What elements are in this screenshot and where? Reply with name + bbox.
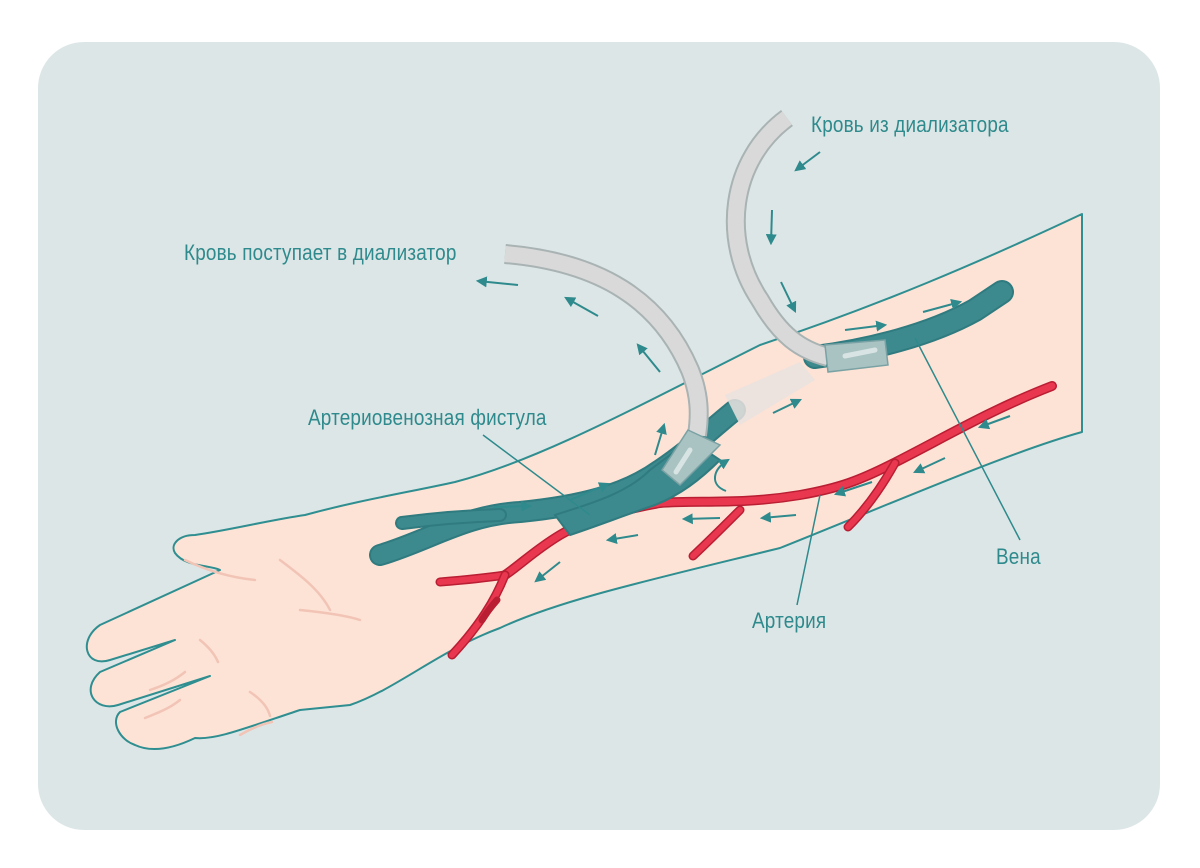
flow-arrow-icon — [759, 511, 797, 523]
leader-line-artery — [796, 494, 821, 606]
needle-right-tip — [842, 347, 878, 359]
label-artery: Артерия — [752, 608, 827, 633]
needle-underskin — [725, 362, 815, 425]
label-vein: Вена — [996, 544, 1041, 569]
flow-arrow-icon — [564, 296, 599, 317]
leader-line-vein — [914, 337, 1021, 541]
flow-arrow-icon — [844, 320, 888, 332]
flow-arrow-icon — [765, 209, 777, 246]
flow-arrow-icon — [681, 513, 721, 525]
needle-left-tip — [673, 447, 693, 475]
hand-creases — [143, 558, 362, 737]
flow-arrow-icon — [569, 482, 611, 501]
flow-arrow-icon — [780, 281, 797, 313]
label-blood-from-dialyzer: Кровь из диализатора — [811, 112, 1009, 137]
tube-to-dialyzer — [504, 244, 709, 437]
flow-arrow-icon — [772, 398, 802, 414]
flow-arrow-icon — [922, 298, 963, 313]
flow-arrows — [475, 151, 1011, 583]
label-blood-to-dialyzer: Кровь поступает в диализатор — [184, 240, 457, 265]
artery — [435, 381, 1057, 660]
flow-arrow-icon — [794, 151, 821, 172]
flow-arrow-icon — [475, 276, 519, 288]
flow-arrow-icon — [636, 343, 661, 373]
curved-arrow-icon — [714, 458, 730, 492]
tube-from-dialyzer — [725, 109, 831, 367]
label-av-fistula: Артериовенозная фистула — [308, 405, 547, 430]
flow-arrow-icon — [654, 422, 667, 456]
flow-arrow-icon — [833, 481, 873, 497]
leader-line-fistula — [482, 434, 591, 516]
flow-arrow-icon — [534, 561, 561, 583]
flow-arrow-icon — [605, 533, 639, 544]
flow-arrow-icon — [492, 500, 533, 512]
flow-arrow-icon — [913, 457, 946, 474]
flow-arrow-icon — [977, 415, 1011, 430]
leader-lines — [482, 337, 1021, 606]
